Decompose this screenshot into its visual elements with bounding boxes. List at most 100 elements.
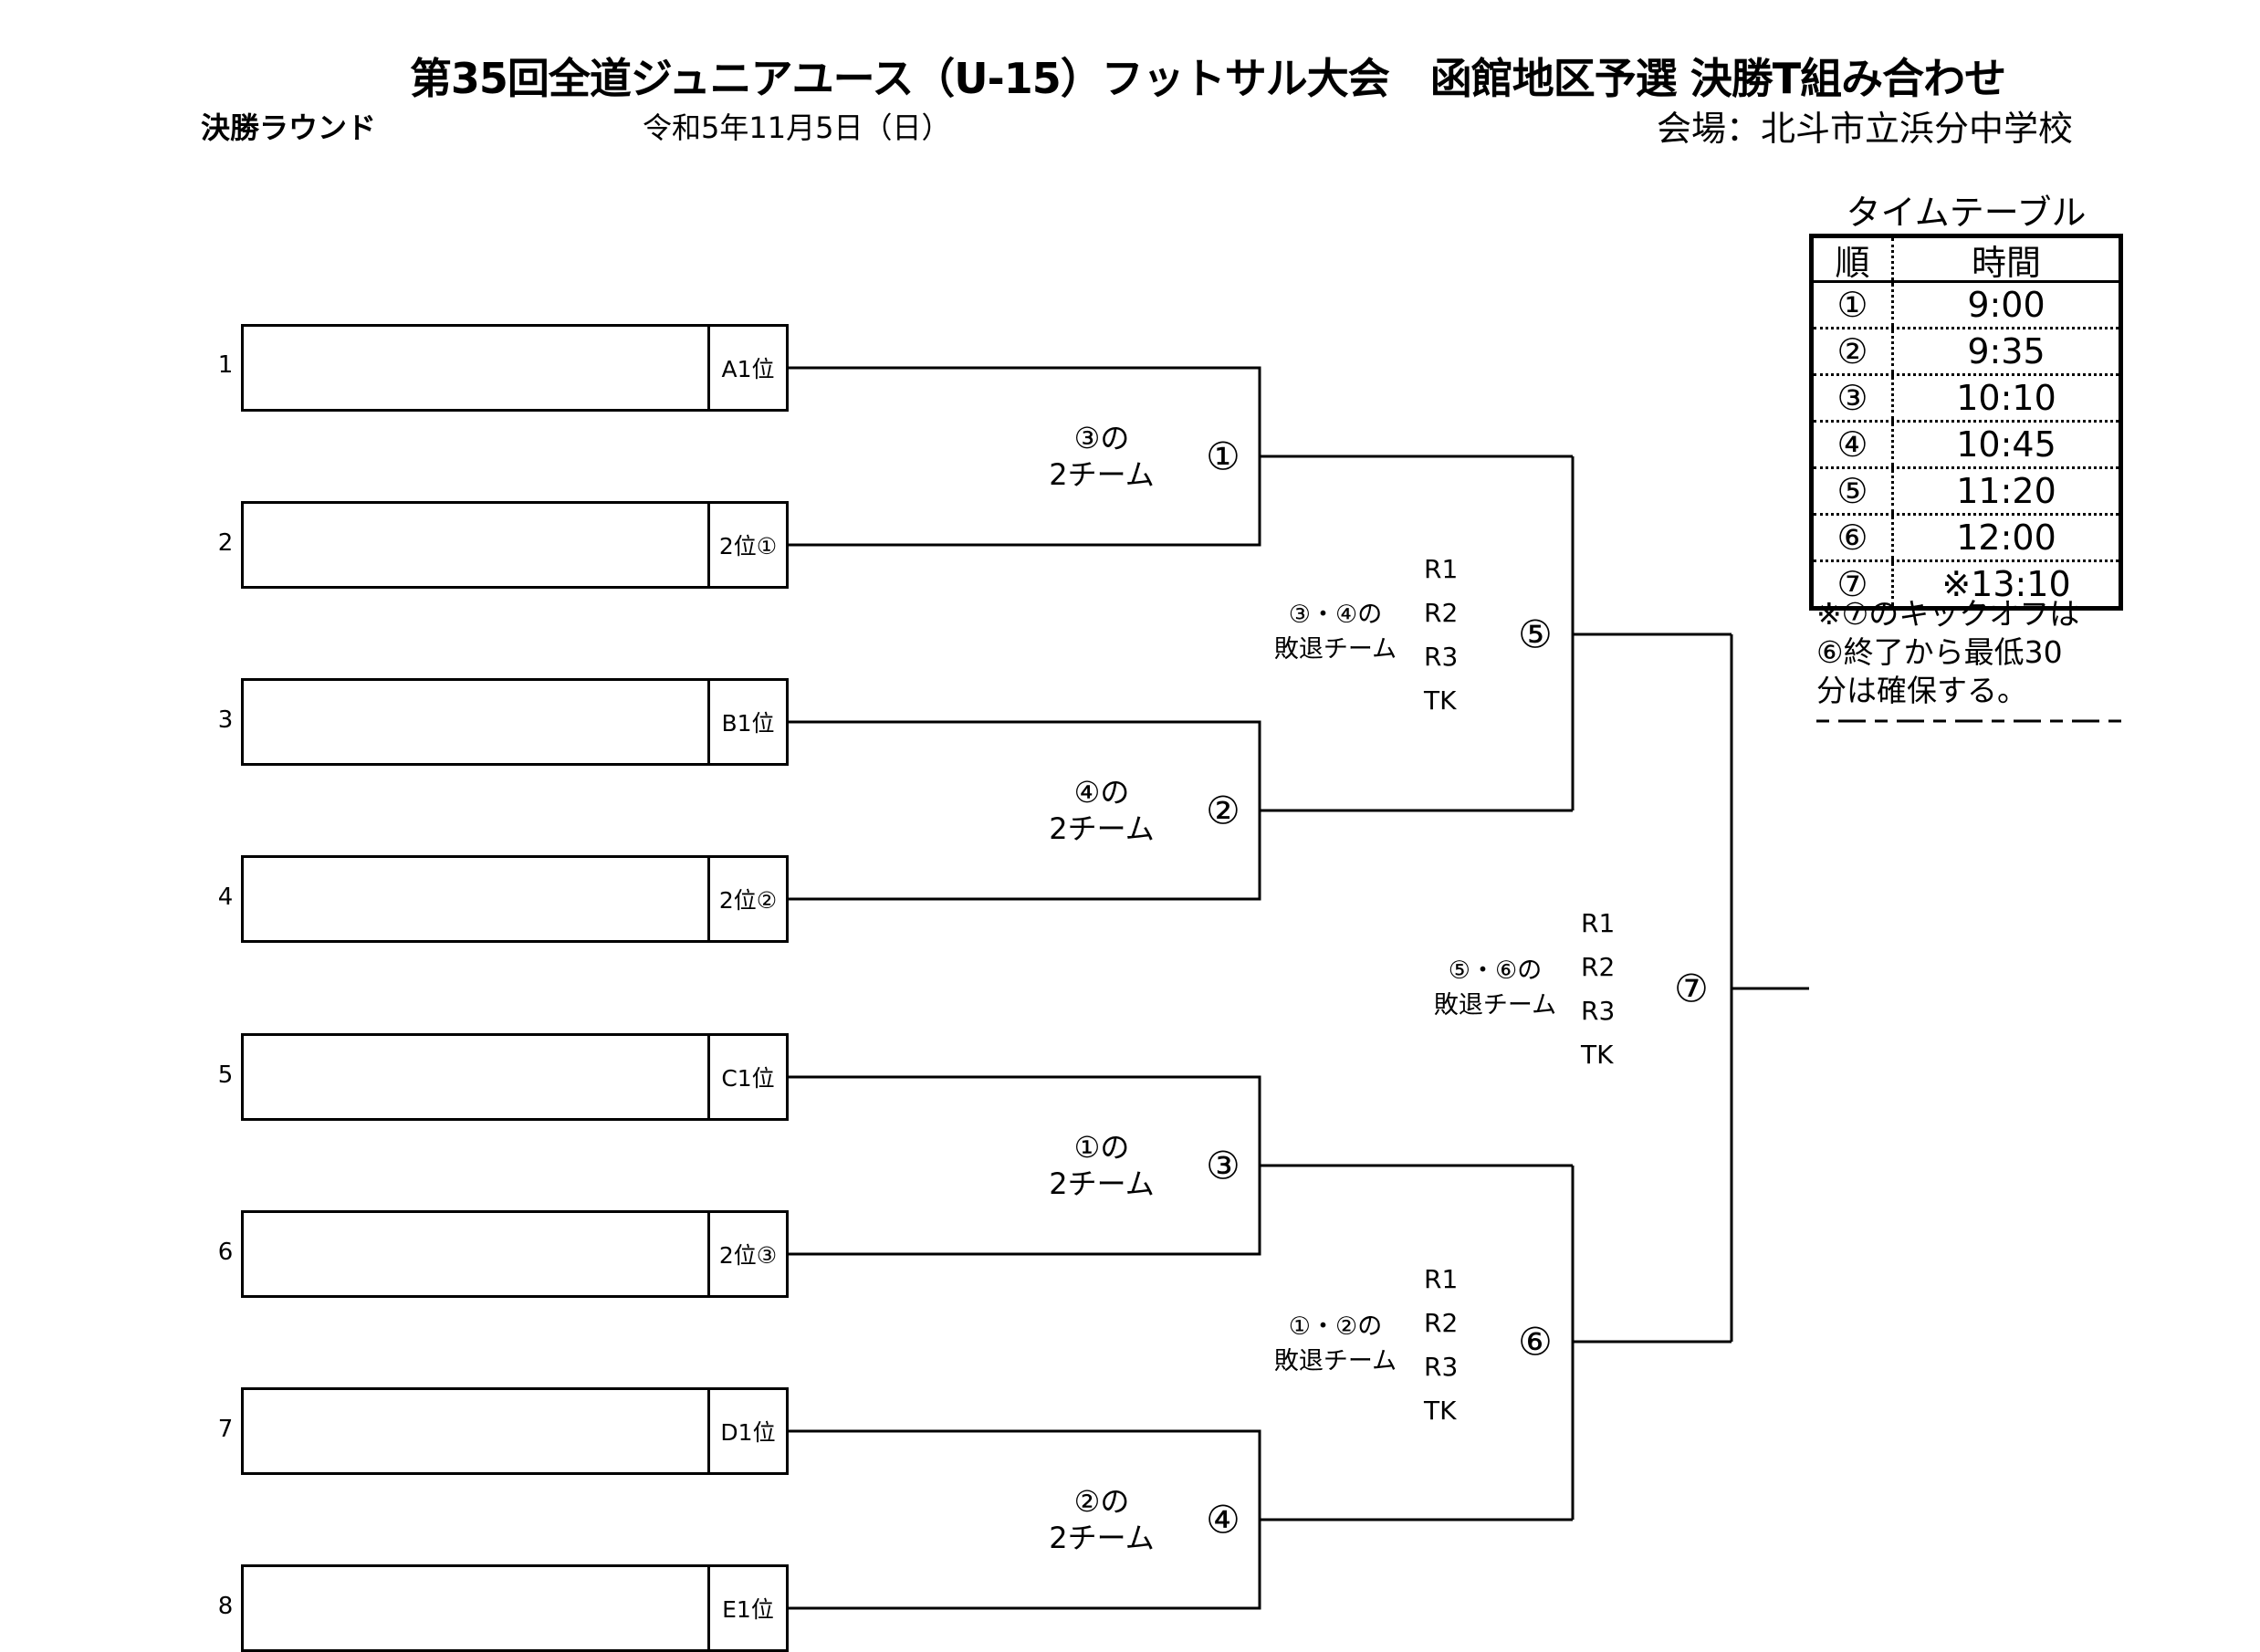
- bracket-line-match6: [1571, 1166, 1732, 1520]
- round-label: 決勝ラウンド: [201, 110, 377, 145]
- event-date: 令和5年11月5日（日）: [643, 110, 951, 145]
- desc-line: ③・④の: [1288, 601, 1383, 629]
- page-title: 第35回全道ジュニアユース（U-15）フットサル大会 函館地区予選 決勝T組み合…: [409, 54, 2006, 103]
- team-name-field[interactable]: [244, 681, 710, 763]
- timetable-row: ① 9:00: [1814, 283, 2119, 327]
- desc-line: 2チーム: [1049, 457, 1155, 492]
- desc-line: 2チーム: [1049, 1521, 1155, 1555]
- team-name-field[interactable]: [244, 1213, 710, 1295]
- seed-number: 5: [217, 1061, 234, 1089]
- match-number: ⑦: [1674, 966, 1709, 1011]
- match-number: ③: [1206, 1143, 1240, 1188]
- match-description: ①・②の敗退チーム: [1274, 1310, 1397, 1379]
- match-description: ③・④の敗退チーム: [1274, 598, 1397, 667]
- desc-line: ①の: [1073, 1130, 1130, 1165]
- match-description: ⑤・⑥の敗退チーム: [1434, 954, 1556, 1023]
- referee-role: R1: [1581, 908, 1616, 938]
- desc-line: ⑤・⑥の: [1448, 957, 1543, 985]
- team-name-field[interactable]: [244, 858, 710, 940]
- slot-label: 2位①: [718, 533, 778, 559]
- seed-number: 4: [217, 884, 234, 911]
- seed-number: 1: [217, 351, 234, 379]
- referee-role: R1: [1424, 1264, 1459, 1294]
- referee-role: R2: [1424, 1308, 1459, 1338]
- timetable-row: ③ 10:10: [1814, 373, 2119, 420]
- desc-line: 敗退チーム: [1273, 1347, 1397, 1375]
- order-cell: ⑥: [1814, 516, 1894, 559]
- slot-label: A1位: [721, 356, 775, 382]
- team-slot[interactable]: E1位: [241, 1564, 789, 1652]
- note-line: 分は確保する。: [1816, 673, 2027, 708]
- referee-role: TK: [1581, 1040, 1614, 1070]
- match-number: ①: [1206, 434, 1240, 479]
- team-name-field[interactable]: [244, 504, 710, 586]
- referee-role: R2: [1581, 952, 1616, 982]
- bracket-line-match2: [789, 720, 1573, 901]
- slot-label: 2位③: [718, 1242, 778, 1269]
- desc-line: 敗退チーム: [1433, 991, 1557, 1019]
- venue: 会場：北斗市立浜分中学校: [1657, 109, 2074, 149]
- bracket-line-match3: [789, 1075, 1573, 1256]
- referee-role: R3: [1424, 1352, 1459, 1382]
- time-cell: 9:35: [1967, 331, 2046, 371]
- referee-role: R1: [1424, 554, 1459, 584]
- seed-number: 7: [217, 1416, 234, 1443]
- time-cell: 10:10: [1956, 378, 2056, 418]
- match-number: ⑥: [1518, 1319, 1553, 1364]
- seed-number: 6: [217, 1239, 234, 1266]
- referee-role: R3: [1581, 996, 1616, 1026]
- timetable-row: ⑥ 12:00: [1814, 513, 2119, 559]
- desc-line: ③の: [1073, 421, 1130, 455]
- team-slot[interactable]: A1位: [241, 324, 789, 412]
- note-line: ⑥終了から最低30: [1816, 634, 2063, 670]
- match-number: ②: [1206, 788, 1240, 833]
- timetable-header: 順時間: [1814, 238, 2119, 283]
- desc-line: 2チーム: [1049, 811, 1155, 846]
- bracket-line-match1: [789, 366, 1573, 547]
- team-slot[interactable]: 2位②: [241, 855, 789, 943]
- team-slot[interactable]: 2位③: [241, 1210, 789, 1298]
- desc-line: ②の: [1073, 1484, 1130, 1519]
- order-cell: ④: [1814, 423, 1894, 466]
- desc-line: 敗退チーム: [1273, 635, 1397, 664]
- team-slot[interactable]: D1位: [241, 1387, 789, 1475]
- order-cell: ②: [1814, 329, 1894, 373]
- team-name-field[interactable]: [244, 1567, 710, 1649]
- referee-role: TK: [1424, 685, 1457, 716]
- team-name-field[interactable]: [244, 327, 710, 409]
- time-cell: 11:20: [1956, 471, 2056, 511]
- order-cell: ③: [1814, 376, 1894, 420]
- slot-label: D1位: [720, 1419, 776, 1446]
- timetable-row: ⑦※13:10: [1814, 559, 2119, 606]
- order-cell: ①: [1814, 283, 1894, 327]
- col-time-header: 時間: [1971, 242, 2041, 283]
- slot-label: E1位: [722, 1596, 774, 1623]
- time-cell: 10:45: [1956, 424, 2056, 465]
- time-cell: 12:00: [1956, 518, 2056, 558]
- bracket-line-match7: [1730, 634, 1809, 1342]
- time-cell: ※13:10: [1941, 564, 2071, 604]
- desc-line: ④の: [1073, 775, 1130, 810]
- seed-number: 3: [217, 706, 234, 734]
- desc-line: 2チーム: [1049, 1166, 1155, 1201]
- bracket-line-match5: [1571, 456, 1732, 810]
- referee-role: R3: [1424, 642, 1459, 672]
- team-name-field[interactable]: [244, 1036, 710, 1118]
- slot-label: B1位: [721, 710, 775, 737]
- team-slot[interactable]: C1位: [241, 1033, 789, 1121]
- team-name-field[interactable]: [244, 1390, 710, 1472]
- seed-number: 2: [217, 529, 234, 557]
- team-slot[interactable]: 2位①: [241, 501, 789, 589]
- referee-role: TK: [1424, 1396, 1457, 1426]
- team-slot[interactable]: B1位: [241, 678, 789, 766]
- timetable-title: タイムテーブル: [1846, 193, 2087, 233]
- time-cell: 9:00: [1967, 285, 2046, 325]
